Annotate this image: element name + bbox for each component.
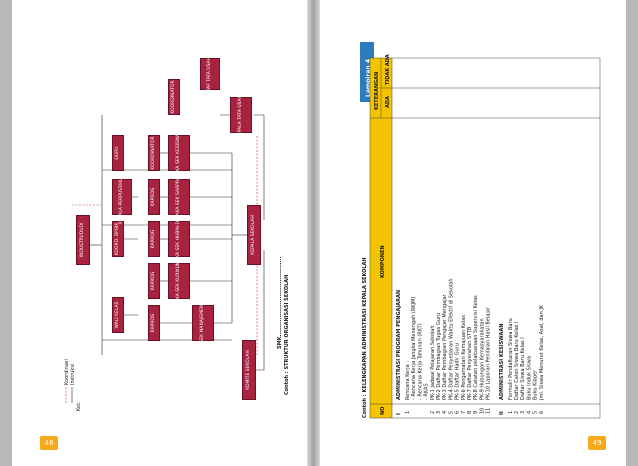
row-number: 5 bbox=[448, 411, 454, 414]
table-row: - RKAS bbox=[424, 383, 430, 400]
row-number: 1 bbox=[508, 411, 514, 414]
node-wks-kes: WAKA SEK KESISWAAN bbox=[168, 127, 190, 179]
row-number: 10 bbox=[479, 408, 485, 414]
table-row: PK-10 Laporan Penilaian Hasil Belajar bbox=[486, 306, 492, 400]
header-ada: ADA bbox=[385, 96, 391, 108]
table-row: PK-3 Daftar Pembagian Pengajar Mengajar bbox=[442, 293, 448, 400]
table-row: Daftar Calon Siswa Baru Kelas I bbox=[514, 322, 520, 400]
row-number: 11 bbox=[486, 408, 492, 414]
table-row: Daftar Siswa Baru Kelas I bbox=[520, 337, 526, 400]
table-row: PK-9 Hubungan Kemasyarakatan bbox=[479, 318, 485, 400]
page-number-left: 48 bbox=[40, 436, 58, 450]
node-kaprog-1: KAPROG bbox=[148, 305, 160, 341]
lampiran-tab-text: Lampiran 4 bbox=[365, 59, 372, 97]
right-page: 49 Lampiran 4 Contoh : KELENGKAPAN ADMIN… bbox=[320, 0, 626, 466]
row-number: 4 bbox=[442, 411, 448, 414]
node-kepala: KEPALA SEKOLAH bbox=[247, 205, 261, 265]
node-kepala-perpus: KEPALA PERPUSTAKAAN bbox=[112, 170, 132, 224]
table-row: PK-7 Daftar Penyerahan STTB bbox=[467, 326, 473, 400]
table-row: PK-6 Pengamatan Kemajuan Kelas bbox=[461, 315, 467, 400]
table-row: Rencana Kerja : bbox=[405, 361, 411, 400]
page-number-right: 49 bbox=[588, 436, 606, 450]
table-row: - Rencana Kerja Jangka Menengah (RKJM) bbox=[411, 297, 417, 400]
row-number: 6 bbox=[539, 411, 545, 414]
legend-label: Ket: bbox=[76, 401, 82, 411]
table-row: Formulir Pendaftaran Siswa Baru bbox=[508, 318, 514, 400]
section-roman: I bbox=[396, 413, 402, 415]
section-roman: II bbox=[499, 411, 505, 415]
node-wks-kur: WAKA SEK KURIKULUM bbox=[168, 256, 190, 306]
node-walikelas: WALI KELAS bbox=[112, 297, 124, 333]
row-number: 7 bbox=[461, 411, 467, 414]
book-gutter bbox=[307, 0, 320, 466]
table-row: Buku Induk Siswa bbox=[526, 356, 532, 400]
row-number: 3 bbox=[520, 411, 526, 414]
org-chart-subtitle: SMK.....................................… bbox=[277, 257, 283, 349]
section-title: ADMINISTRASI PROGRAM PENGAJARAN bbox=[396, 290, 402, 400]
legend-koordinasi: Koordinasi bbox=[64, 359, 70, 385]
row-number: 2 bbox=[430, 411, 436, 414]
node-wks-hub: WAKA SEK HUBIN-DUDI bbox=[168, 213, 190, 265]
node-koordinator-1: KOORDINATOR bbox=[148, 135, 160, 171]
node-staf-tu: STAF TATA USAHA bbox=[200, 54, 220, 94]
header-no: NO bbox=[380, 407, 386, 415]
node-wks-sar: WAKA SEK SARPRAS bbox=[168, 174, 190, 220]
node-kaprog-2: KAPROG bbox=[148, 263, 160, 299]
header-keterangan: KETERANGAN bbox=[374, 72, 380, 110]
left-page: 48 bbox=[12, 0, 307, 466]
node-koordinator-2: KOORDINATOR bbox=[168, 79, 180, 115]
row-number: 8 bbox=[467, 411, 473, 414]
legend-instruksi: Instruksi bbox=[70, 364, 76, 385]
row-number: 9 bbox=[473, 411, 479, 414]
table-row: PK-4 Daftar Penyebaran Waktu Efektif di … bbox=[448, 278, 454, 400]
table-row: PK-1 Jadwal Pelajaran Sekolah bbox=[430, 325, 436, 400]
row-number: 2 bbox=[514, 411, 520, 414]
header-tidak-ada: TIDAK ADA bbox=[385, 54, 391, 85]
row-number: 4 bbox=[526, 411, 532, 414]
svg-text:Lampiran 4: Lampiran 4 bbox=[365, 59, 372, 97]
node-komite: KOMITE SEKOLAH bbox=[242, 340, 256, 400]
table-row: PK-8 Catatan pelaksanaan Supervisi Kelas bbox=[473, 295, 479, 400]
node-guru: GURU bbox=[112, 135, 124, 171]
node-kaprog-3: KAPROG bbox=[148, 221, 160, 257]
table-row: Jml. Siswa Menurut Kelas, Asal, dan JK bbox=[539, 304, 545, 401]
node-kepala-tu: KEPALA TATA USAHA bbox=[230, 92, 252, 138]
row-number: 1 bbox=[405, 411, 411, 414]
node-wmm: WAKASEK MANAJEMEN MUTU bbox=[192, 290, 214, 356]
table-row: - Rencana Kerja Tahunan (RKT) bbox=[417, 323, 423, 400]
node-koord-bk: KOORD. BP/BK bbox=[112, 221, 124, 257]
node-kaprog-4: KAPROG bbox=[148, 179, 160, 215]
node-industri: INDUSTRI/DUDI bbox=[76, 215, 90, 265]
table-row: Buku Klaper bbox=[533, 369, 539, 400]
row-number: 5 bbox=[533, 411, 539, 414]
row-number: 6 bbox=[455, 411, 461, 414]
header-komponen: KOMPONEN bbox=[380, 245, 386, 278]
admin-table: Contoh : KELENGKAPAN ADMINISTRASI KEPALA… bbox=[362, 54, 601, 419]
table-title: Contoh : KELENGKAPAN ADMINISTRASI KEPALA… bbox=[362, 257, 368, 418]
org-chart-title: Contoh : STRUKTUR ORGANISASI SEKOLAH bbox=[284, 275, 290, 395]
table-row: PK-5 Daftar Hadir Guru bbox=[455, 343, 461, 400]
org-chart: Ket: Instruksi Koordinasi Contoh : STRUK… bbox=[42, 54, 292, 415]
row-number: 3 bbox=[436, 411, 442, 414]
table-row: PK-2 Daftar Pembagian Tugas Guru bbox=[436, 313, 442, 400]
section-title: ADMINISTRASI KESISWAAN bbox=[499, 324, 505, 400]
